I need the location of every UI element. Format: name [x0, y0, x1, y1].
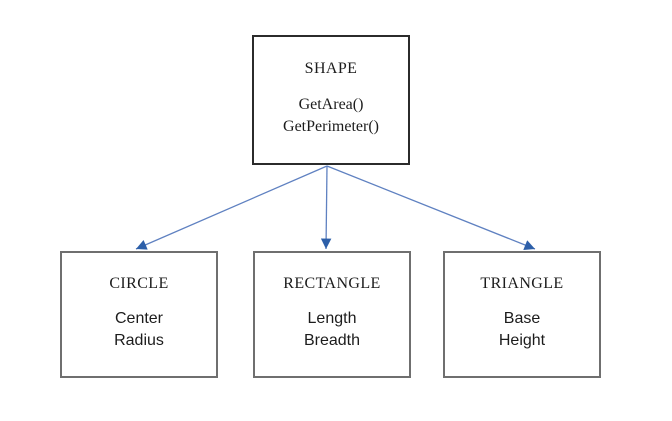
class-box-triangle: TRIANGLE Base Height	[443, 251, 601, 378]
class-name: TRIANGLE	[480, 275, 564, 292]
class-box-shape: SHAPE GetArea() GetPerimeter()	[252, 35, 410, 165]
class-attribute: Height	[498, 332, 546, 349]
inheritance-arrow-rectangle	[320, 165, 332, 250]
class-attribute: Radius	[114, 332, 164, 349]
class-attribute: Length	[307, 310, 357, 327]
class-method: GetArea()	[298, 96, 364, 113]
class-box-circle: CIRCLE Center Radius	[60, 251, 218, 378]
class-name: CIRCLE	[109, 275, 169, 292]
class-attribute: Center	[114, 310, 164, 327]
class-name: RECTANGLE	[283, 275, 381, 292]
class-method: GetPerimeter()	[283, 118, 379, 135]
class-attribute: Base	[503, 310, 541, 327]
class-name: SHAPE	[304, 60, 358, 77]
inheritance-arrow-circle	[135, 165, 328, 250]
inheritance-arrow-triangle	[326, 165, 536, 250]
class-attribute: Breadth	[303, 332, 361, 349]
class-box-rectangle: RECTANGLE Length Breadth	[253, 251, 411, 378]
